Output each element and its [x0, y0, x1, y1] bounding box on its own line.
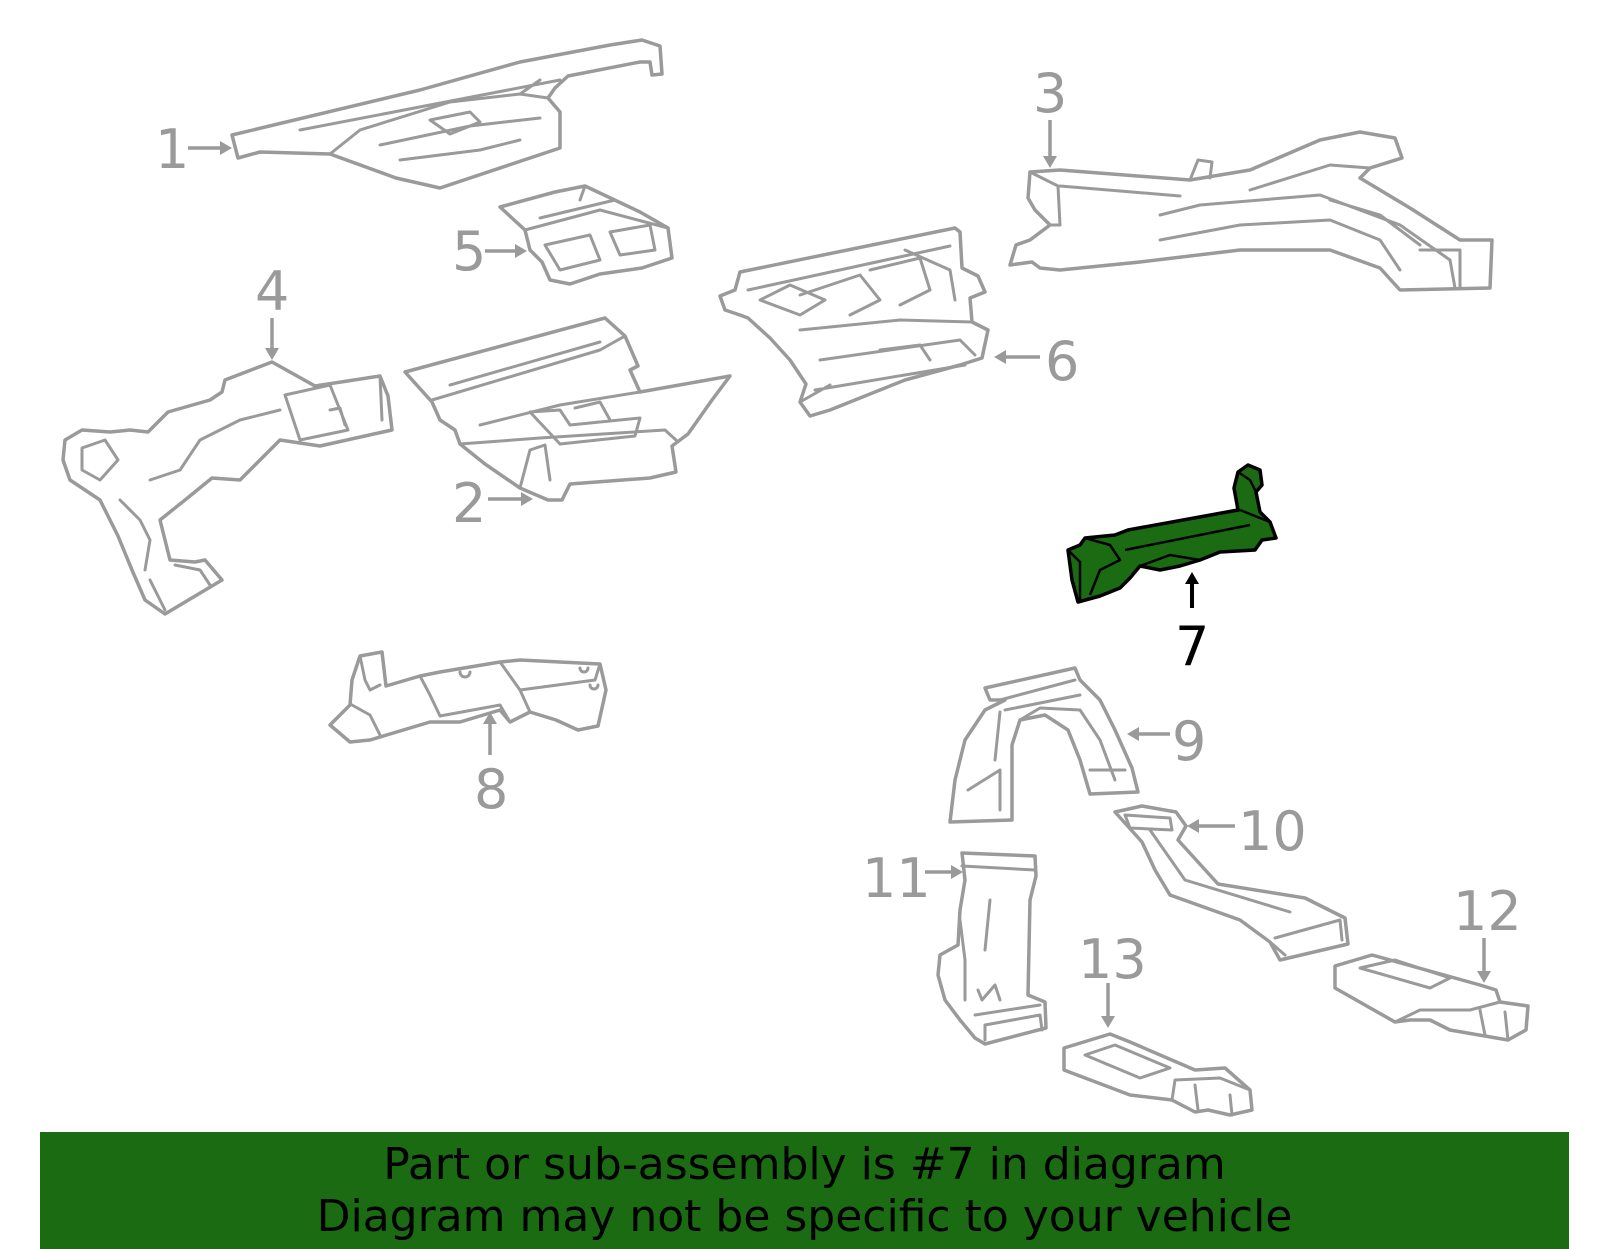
callout-4: 4: [255, 260, 289, 323]
callout-5: 5: [452, 220, 486, 283]
callout-2: 2: [452, 472, 486, 535]
part-13-drawing[interactable]: [1062, 1032, 1254, 1117]
footer-banner: Part or sub-assembly is #7 in diagram Di…: [40, 1132, 1569, 1249]
part-10-drawing[interactable]: [1113, 804, 1350, 962]
callout-13: 13: [1078, 928, 1147, 991]
part-3-drawing[interactable]: [1008, 130, 1494, 292]
callout-6: 6: [1045, 330, 1079, 393]
leader-lines: [188, 120, 1491, 1028]
footer-line-1: Part or sub-assembly is #7 in diagram: [383, 1138, 1226, 1190]
part-9-drawing[interactable]: [948, 666, 1140, 824]
callout-3: 3: [1033, 62, 1067, 125]
callout-9: 9: [1172, 710, 1206, 773]
part-1-drawing[interactable]: [230, 38, 664, 190]
part-5-drawing[interactable]: [498, 184, 674, 286]
callout-10: 10: [1238, 800, 1307, 863]
part-7-drawing[interactable]: [1066, 463, 1278, 604]
callout-1: 1: [155, 118, 189, 181]
part-6-drawing[interactable]: [718, 226, 990, 418]
footer-line-2: Diagram may not be specific to your vehi…: [316, 1190, 1293, 1242]
part-4-drawing[interactable]: [61, 360, 394, 616]
callout-11: 11: [862, 847, 931, 910]
callout-7: 7: [1175, 615, 1209, 678]
part-8-drawing[interactable]: [328, 650, 608, 744]
part-2-drawing[interactable]: [403, 316, 732, 502]
callout-12: 12: [1453, 880, 1522, 943]
callout-8: 8: [474, 758, 508, 821]
part-11-drawing[interactable]: [936, 851, 1048, 1046]
part-12-drawing[interactable]: [1333, 953, 1530, 1042]
callout-numbers: 1 5 3 4 6 2 7 8 9 10 11 12 13: [155, 62, 1522, 991]
